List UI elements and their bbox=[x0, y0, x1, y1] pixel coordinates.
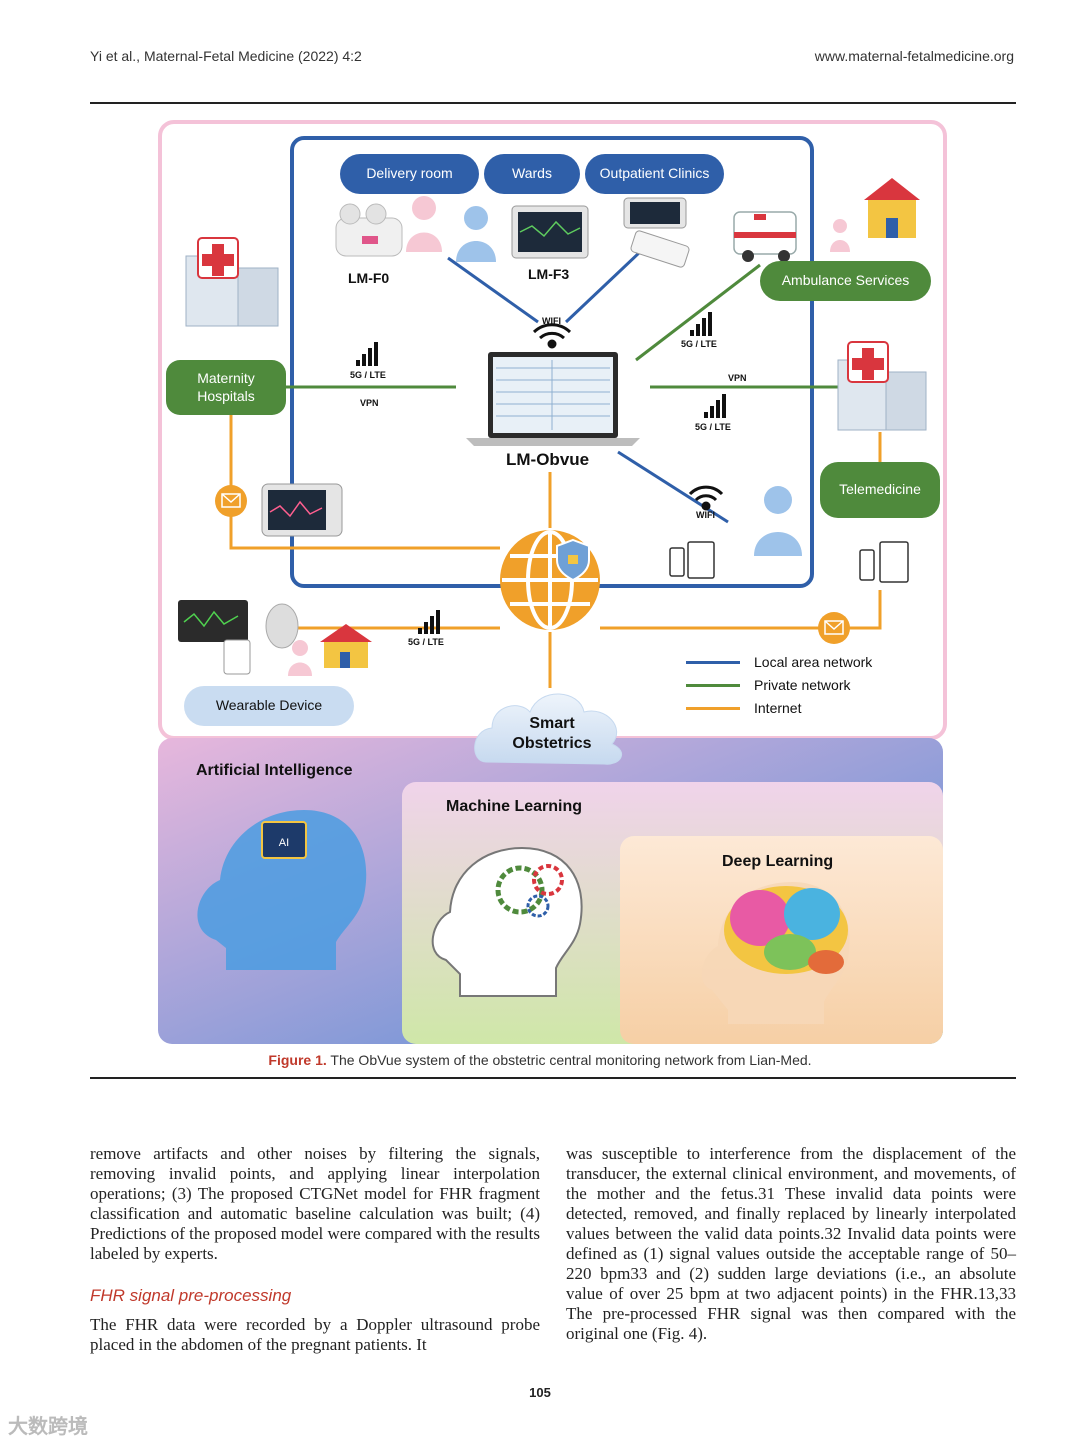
lm-f0-device-icon bbox=[335, 203, 403, 257]
smart-obstetrics-label: Smart Obstetrics bbox=[512, 715, 592, 752]
brain-head-icon bbox=[701, 882, 850, 1024]
legend-private-label: Private network bbox=[754, 677, 851, 693]
figure-caption-label: Figure 1. bbox=[268, 1052, 327, 1068]
section-heading: FHR signal pre-processing bbox=[90, 1286, 292, 1305]
signal-ambulance-icon bbox=[690, 312, 712, 336]
legend-private-swatch bbox=[686, 683, 740, 687]
internet-globe-icon bbox=[500, 530, 600, 630]
lm-f0-label: LM-F0 bbox=[348, 270, 390, 286]
doctor-figure-icon bbox=[456, 206, 496, 262]
wifi-top-label: WIFI bbox=[542, 316, 561, 326]
header-rule bbox=[90, 102, 1016, 104]
lm-obvue-laptop-icon bbox=[466, 352, 640, 446]
hospital-left-icon bbox=[185, 237, 279, 327]
legend-lan-swatch bbox=[686, 660, 740, 664]
signal-right-icon bbox=[704, 394, 726, 418]
hospital-right-icon bbox=[837, 341, 927, 431]
figure-graphics: AI bbox=[158, 120, 947, 1044]
envelope-right-icon bbox=[818, 612, 850, 644]
signal-bottom-label: 5G / LTE bbox=[408, 637, 444, 647]
watermark-logo: 大数跨境 bbox=[8, 1410, 88, 1439]
telemedicine-pill: Telemedicine bbox=[820, 462, 940, 518]
smart-obstetrics-cloud bbox=[474, 693, 623, 765]
legend-lan: Local area network bbox=[686, 654, 872, 670]
wearable-monitor-icon bbox=[178, 600, 299, 675]
ai-head-icon: AI bbox=[197, 810, 367, 970]
wearable-device-pill: Wearable Device bbox=[184, 686, 354, 726]
running-header-citation: Yi et al., Maternal-Fetal Medicine (2022… bbox=[90, 48, 362, 64]
phone-tablet-right-icon bbox=[859, 541, 909, 583]
lm-f3-monitor-icon bbox=[511, 205, 589, 259]
wifi-right-icon bbox=[688, 485, 724, 511]
legend-internet: Internet bbox=[686, 700, 801, 716]
signal-ambulance-label: 5G / LTE bbox=[681, 339, 717, 349]
legend-internet-swatch bbox=[686, 706, 740, 710]
house-top-right-icon bbox=[864, 178, 920, 238]
patient-small-icon bbox=[830, 219, 850, 252]
ambulance-services-pill: Ambulance Services bbox=[760, 261, 931, 301]
left-paragraph-2: The FHR data were recorded by a Doppler … bbox=[90, 1315, 540, 1354]
right-paragraph-1: was susceptible to interference from the… bbox=[566, 1144, 1016, 1343]
deep-learning-title: Deep Learning bbox=[722, 853, 834, 870]
legend-internet-label: Internet bbox=[754, 700, 802, 716]
ml-head-icon bbox=[431, 846, 583, 997]
artificial-intelligence-title: Artificial Intelligence bbox=[196, 762, 353, 779]
signal-left-icon bbox=[356, 342, 378, 366]
signal-left-label: 5G / LTE bbox=[350, 370, 386, 380]
watermark-text: 大数跨境 bbox=[8, 1416, 88, 1438]
figure-caption: Figure 1. The ObVue system of the obstet… bbox=[0, 1052, 1080, 1068]
svg-text:AI: AI bbox=[279, 837, 289, 849]
left-column: remove artifacts and other noises by fil… bbox=[90, 1144, 540, 1355]
legend-private: Private network bbox=[686, 677, 850, 693]
caption-rule bbox=[90, 1077, 1016, 1079]
phone-tablet-left-icon bbox=[669, 541, 715, 579]
wifi-right-label: WIFI bbox=[696, 510, 715, 520]
machine-learning-title: Machine Learning bbox=[446, 798, 583, 815]
ambulance-icon bbox=[733, 211, 797, 262]
maternity-hospitals-pill: Maternity Hospitals bbox=[166, 360, 286, 415]
outpatient-monitor-icon bbox=[623, 197, 690, 268]
signal-right-label: 5G / LTE bbox=[695, 422, 731, 432]
patient-wearable-icon bbox=[288, 640, 312, 676]
signal-bottom-icon bbox=[418, 610, 440, 634]
house-wearable-icon bbox=[320, 624, 372, 668]
figure-caption-text: The ObVue system of the obstetric centra… bbox=[330, 1052, 812, 1068]
patient-figure-icon bbox=[406, 196, 442, 252]
bedside-monitor-icon bbox=[261, 483, 343, 537]
envelope-left-icon bbox=[215, 485, 247, 517]
location-wards: Wards bbox=[484, 154, 580, 194]
lm-f3-label: LM-F3 bbox=[528, 266, 570, 282]
lm-obvue-label: LM-Obvue bbox=[506, 450, 590, 469]
figure-1: AI Delivery room Wards Outpatient Clinic… bbox=[158, 120, 947, 1044]
right-column: was susceptible to interference from the… bbox=[566, 1144, 1016, 1344]
left-paragraph-1: remove artifacts and other noises by fil… bbox=[90, 1144, 540, 1263]
running-header-url[interactable]: www.maternal-fetalmedicine.org bbox=[814, 48, 1014, 64]
legend-lan-label: Local area network bbox=[754, 654, 873, 670]
location-outpatient-clinics: Outpatient Clinics bbox=[585, 154, 724, 194]
vpn-left-label: VPN bbox=[360, 398, 379, 408]
page-number: 105 bbox=[529, 1385, 551, 1400]
wifi-top-icon bbox=[532, 323, 572, 349]
doctor-tablet-figure-icon bbox=[754, 486, 802, 556]
vpn-right-label: VPN bbox=[728, 373, 747, 383]
location-delivery-room: Delivery room bbox=[340, 154, 479, 194]
